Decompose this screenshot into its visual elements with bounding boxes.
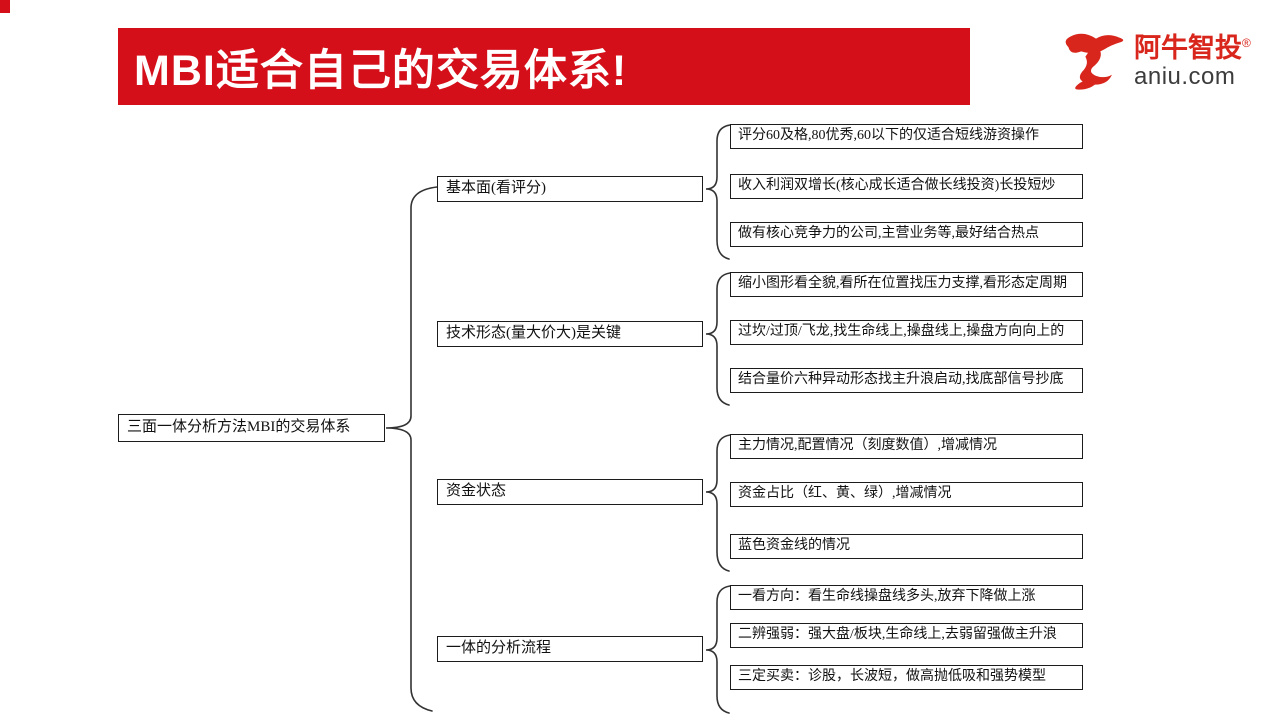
registered-mark-icon: ® <box>1242 36 1251 50</box>
leaf-node: 三定买卖：诊股，长波短，做高抛低吸和强势模型 <box>730 665 1083 690</box>
logo-brand: 阿牛智投® <box>1134 35 1251 62</box>
leaf-node: 二辨强弱：强大盘/板块,生命线上,去弱留强做主升浪 <box>730 623 1083 648</box>
logo-text: 阿牛智投® aniu.com <box>1134 35 1251 89</box>
brace-branch2-to-leaves <box>705 272 731 406</box>
brace-branch3-to-leaves <box>705 434 731 572</box>
leaf-node: 评分60及格,80优秀,60以下的仅适合短线游资操作 <box>730 124 1083 149</box>
root-node: 三面一体分析方法MBI的交易体系 <box>118 414 385 442</box>
branch-node-funds: 资金状态 <box>437 479 703 505</box>
leaf-node: 资金占比（红、黄、绿）,增减情况 <box>730 482 1083 507</box>
brace-branch4-to-leaves <box>705 585 731 714</box>
leaf-node: 做有核心竞争力的公司,主营业务等,最好结合热点 <box>730 222 1083 247</box>
logo: 阿牛智投® aniu.com <box>1062 22 1262 102</box>
leaf-node: 一看方向：看生命线操盘线多头,放弃下降做上涨 <box>730 585 1083 610</box>
logo-domain: aniu.com <box>1134 63 1236 90</box>
leaf-node: 收入利润双增长(核心成长适合做长线投资)长投短炒 <box>730 174 1083 199</box>
leaf-node: 蓝色资金线的情况 <box>730 534 1083 559</box>
leaf-node: 结合量价六种异动形态找主升浪启动,找底部信号抄底 <box>730 368 1083 393</box>
header-banner: MBI适合自己的交易体系! <box>118 28 970 105</box>
branch-node-technical: 技术形态(量大价大)是关键 <box>437 321 703 347</box>
branch-node-fundamentals: 基本面(看评分) <box>437 176 703 202</box>
leaf-node: 主力情况,配置情况（刻度数值）,增减情况 <box>730 434 1083 459</box>
brace-branch1-to-leaves <box>705 124 731 260</box>
logo-brand-name: 阿牛智投 <box>1134 33 1242 63</box>
brace-root-to-branches <box>385 186 438 712</box>
leaf-node: 过坎/过顶/飞龙,找生命线上,操盘线上,操盘方向向上的 <box>730 320 1083 345</box>
branch-node-process: 一体的分析流程 <box>437 636 703 662</box>
page-title: MBI适合自己的交易体系! <box>134 46 628 95</box>
leaf-node: 缩小图形看全貌,看所在位置找压力支撑,看形态定周期 <box>730 272 1083 297</box>
bull-swoosh-icon <box>1065 33 1124 90</box>
corner-red-mark <box>0 0 10 13</box>
